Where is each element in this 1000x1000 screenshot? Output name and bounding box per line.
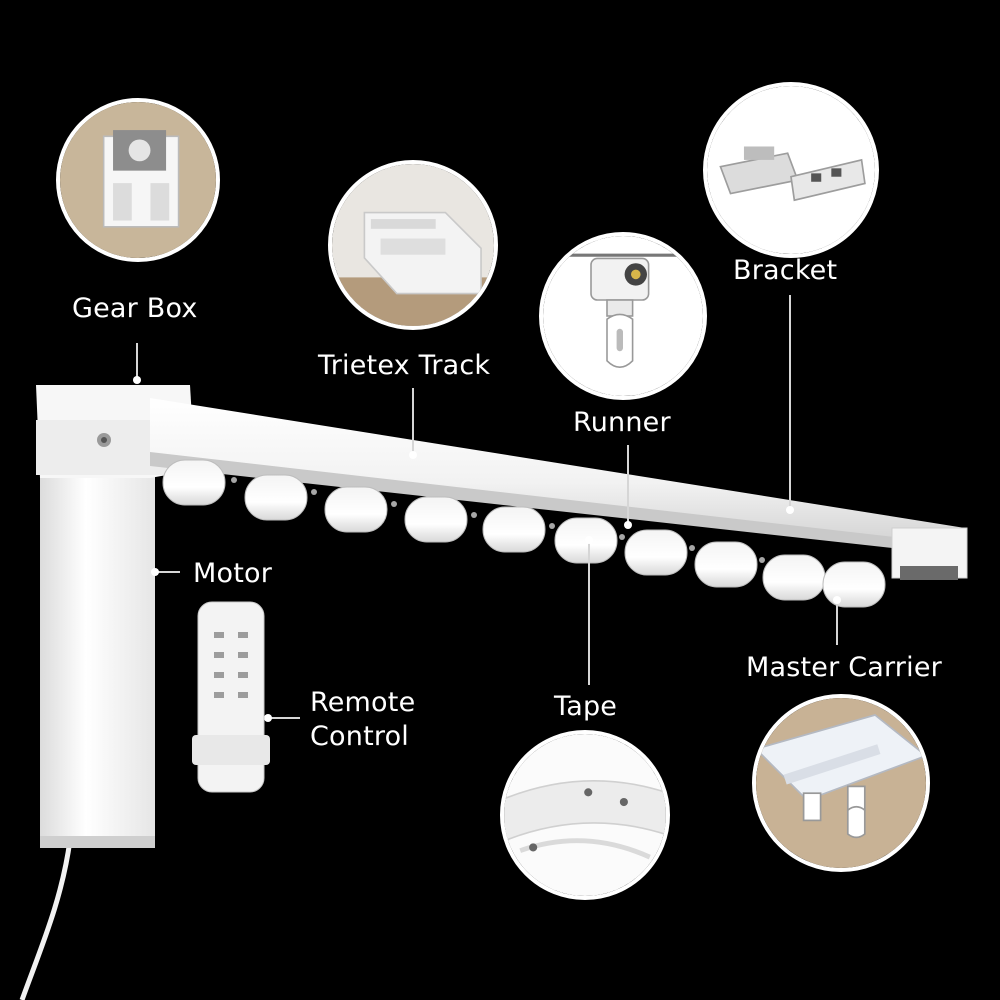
gear-box-icon: [60, 102, 216, 258]
bracket-detail-image: [703, 82, 879, 258]
label-bracket: Bracket: [733, 255, 838, 286]
tape-icon: [504, 734, 666, 896]
label-master-carrier: Master Carrier: [746, 652, 942, 683]
label-remote-line1: Remote: [310, 687, 416, 718]
gear-box-detail-image: [56, 98, 220, 262]
label-trietex-track: Trietex Track: [318, 350, 491, 381]
label-gear-box: Gear Box: [72, 293, 198, 324]
track-profile-icon: [332, 164, 494, 326]
master-carrier-detail-image: [752, 694, 930, 872]
motor-body: [40, 420, 155, 845]
runners: [162, 459, 886, 608]
label-runner: Runner: [573, 407, 671, 438]
power-cable: [19, 839, 73, 1000]
remote-control-image: [192, 601, 270, 793]
label-remote-control: Remote Control: [310, 686, 415, 754]
runner-icon: [543, 236, 703, 396]
track-rail: [150, 398, 965, 552]
master-carrier-icon: [756, 698, 926, 868]
bracket-icon: [707, 86, 875, 254]
leader-lines: [136, 295, 838, 719]
label-remote-line2: Control: [310, 720, 409, 752]
tape-detail-image: [500, 730, 670, 900]
runner-detail-image: [539, 232, 707, 400]
label-motor: Motor: [193, 558, 273, 589]
label-tape: Tape: [554, 691, 618, 722]
leader-dots: [133, 376, 841, 722]
trietex-track-detail-image: [328, 160, 498, 330]
